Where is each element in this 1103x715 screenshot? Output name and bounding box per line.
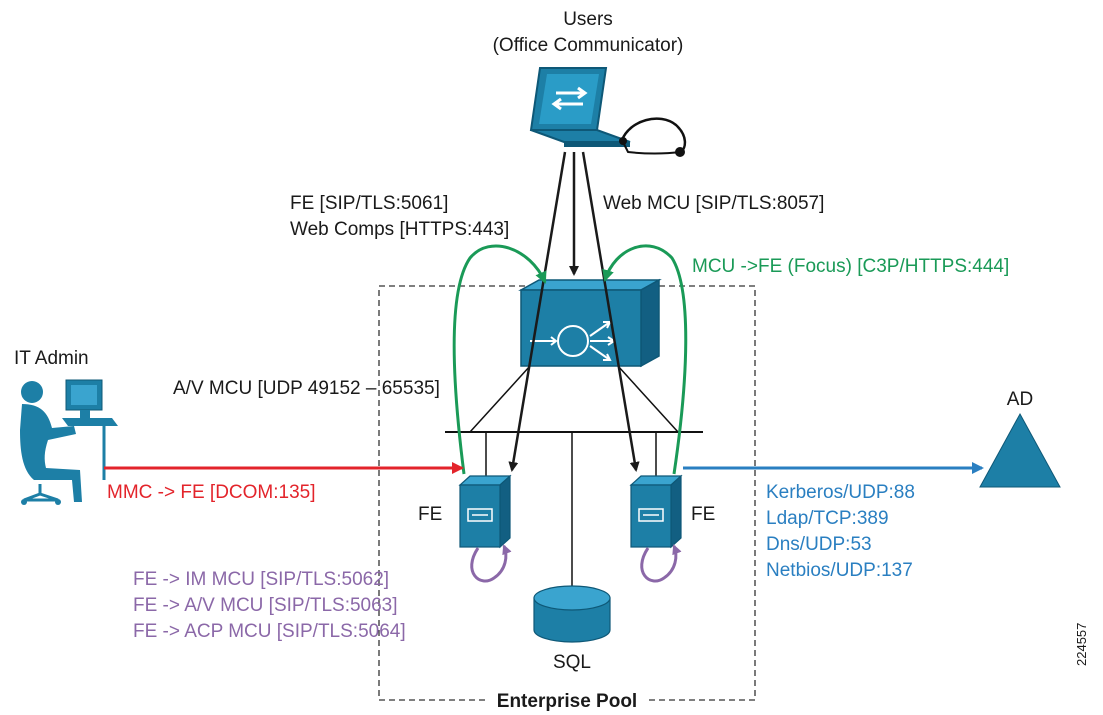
fe-sip-label: FE [SIP/TLS:5061] — [290, 193, 448, 214]
headset-icon — [619, 117, 687, 157]
ad-protocol-2: Dns/UDP:53 — [766, 534, 872, 555]
av-mcu-label: A/V MCU [UDP 49152 – 65535] — [173, 378, 440, 399]
fe-loop-protocol-2: FE -> ACP MCU [SIP/TLS:5064] — [133, 621, 406, 642]
fe-server-right-icon — [629, 474, 683, 549]
mcu-focus-label: MCU ->FE (Focus) [C3P/HTTPS:444] — [692, 256, 1009, 277]
user-to-fe-left-arrow — [508, 151, 567, 472]
fe-right-label: FE — [691, 504, 715, 525]
lb-link-left — [469, 365, 531, 433]
sql-database-icon — [533, 585, 611, 643]
figure-id-label: 224557 — [1074, 623, 1089, 666]
lb-link-right — [617, 365, 679, 433]
enterprise-pool-label: Enterprise Pool — [497, 691, 637, 712]
ad-triangle-icon — [979, 412, 1061, 488]
fe-server-left-icon — [458, 474, 512, 549]
fe-left-loop-arrow — [470, 544, 512, 583]
fe-right-loop-arrow — [640, 544, 682, 583]
fe-left-label: FE — [418, 504, 442, 525]
it-admin-icon — [20, 379, 118, 505]
it-admin-label: IT Admin — [14, 348, 89, 369]
users-subtitle: (Office Communicator) — [493, 35, 684, 56]
fe-loop-protocol-1: FE -> A/V MCU [SIP/TLS:5063] — [133, 595, 398, 616]
mmc-label: MMC -> FE [DCOM:135] — [107, 482, 316, 503]
ad-protocol-3: Netbios/UDP:137 — [766, 560, 913, 581]
user-to-fe-right-arrow — [581, 151, 640, 472]
enterprise-pool-boundary — [378, 285, 756, 701]
enterprise-pool-label-bg — [488, 687, 646, 713]
ad-protocol-0: Kerberos/UDP:88 — [766, 482, 915, 503]
laptop-icon — [529, 67, 631, 147]
mcu-focus-arrow-right — [602, 244, 688, 475]
mcu-focus-arrow-left — [452, 244, 547, 475]
ad-protocol-1: Ldap/TCP:389 — [766, 508, 889, 529]
fe-loop-protocol-0: FE -> IM MCU [SIP/TLS:5062] — [133, 569, 389, 590]
users-title: Users — [563, 9, 613, 30]
web-mcu-label: Web MCU [SIP/TLS:8057] — [603, 193, 824, 214]
ad-label: AD — [1007, 389, 1033, 410]
web-comps-label: Web Comps [HTTPS:443] — [290, 219, 509, 240]
sql-label: SQL — [553, 652, 591, 673]
